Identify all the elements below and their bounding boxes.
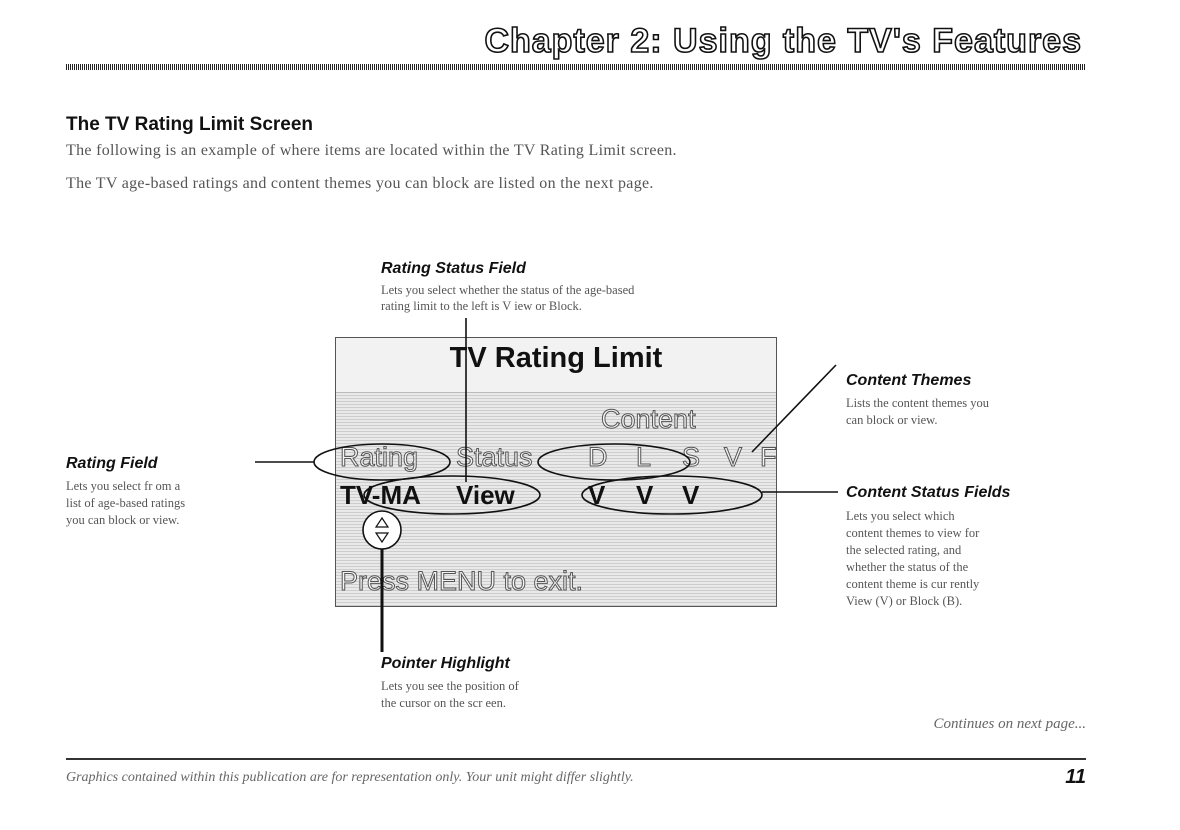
status-label: Status xyxy=(456,442,534,473)
rating-value[interactable]: TV-MA xyxy=(340,480,421,510)
menu-exit-hint: Press MENU to exit. xyxy=(339,566,584,597)
themes-highlight-ellipse xyxy=(537,443,691,481)
rating-field-line-3: you can block or view. xyxy=(66,513,180,527)
pointer-highlight-line-1: Lets you see the position of xyxy=(381,679,519,693)
rating-label: Rating xyxy=(339,442,419,473)
rating-status-field-title: Rating Status Field xyxy=(381,260,526,277)
page-number: 11 xyxy=(1065,766,1086,788)
intro-paragraph-1: The following is an example of where ite… xyxy=(66,142,677,159)
pointer-icon xyxy=(362,510,402,550)
rating-field-line-1: Lets you select fr om a xyxy=(66,479,181,493)
theme-d: D xyxy=(588,442,608,473)
theme-v: V xyxy=(723,442,743,473)
footer-disclaimer: Graphics contained within this publicati… xyxy=(66,770,634,785)
status-highlight-ellipse xyxy=(363,475,541,515)
section-title: The TV Rating Limit Screen xyxy=(66,114,314,135)
tv-rating-limit-screen: TV Rating Limit Content Rating Status D … xyxy=(335,337,777,607)
content-status-fields-line-3: the selected rating, and xyxy=(846,543,962,557)
screen-header xyxy=(336,338,776,393)
rating-highlight-ellipse xyxy=(313,443,451,481)
rating-status-field-line-2: rating limit to the left is V iew or Blo… xyxy=(381,299,582,313)
screen-title: TV Rating Limit xyxy=(449,342,663,374)
header-rule xyxy=(66,64,1086,70)
content-status-fields-line-6: View (V) or Block (B). xyxy=(846,594,963,608)
content-label: Content xyxy=(601,404,697,435)
content-status-fields-line-5: content theme is cur rently xyxy=(846,577,980,591)
content-status-fields-title: Content Status Fields xyxy=(846,484,1011,501)
content-status-fields-line-1: Lets you select which xyxy=(846,509,955,523)
pointer-highlight-title: Pointer Highlight xyxy=(381,655,510,672)
content-themes-line-2: can block or view. xyxy=(846,413,938,427)
content-status-fields-line-4: whether the status of the xyxy=(846,560,969,574)
footer-rule xyxy=(66,758,1086,760)
theme-l: L xyxy=(635,442,652,473)
status-value[interactable]: View xyxy=(456,480,515,510)
rating-field-line-2: list of age-based ratings xyxy=(66,496,186,510)
theme-status-3[interactable]: V xyxy=(682,480,700,510)
content-themes-line-1: Lists the content themes you xyxy=(846,396,990,410)
pointer-highlight-line-2: the cursor on the scr een. xyxy=(381,696,506,710)
continues-note: Continues on next page... xyxy=(933,716,1086,732)
theme-s: S xyxy=(681,442,701,473)
intro-paragraph-2: The TV age-based ratings and content the… xyxy=(66,175,654,192)
rating-status-field-line-1: Lets you select whether the status of th… xyxy=(381,283,635,297)
rating-field-title: Rating Field xyxy=(66,455,158,472)
content-themes-title: Content Themes xyxy=(846,372,972,389)
theme-fv: FV xyxy=(760,442,777,473)
content-status-fields-line-2: content themes to view for xyxy=(846,526,980,540)
theme-status-1[interactable]: V xyxy=(588,480,606,510)
content-themes-leader-line xyxy=(751,364,837,453)
theme-status-2[interactable]: V xyxy=(636,480,654,510)
theme-status-highlight-ellipse xyxy=(581,475,763,515)
chapter-title: Chapter 2: Using the TV's Features xyxy=(484,21,1082,61)
